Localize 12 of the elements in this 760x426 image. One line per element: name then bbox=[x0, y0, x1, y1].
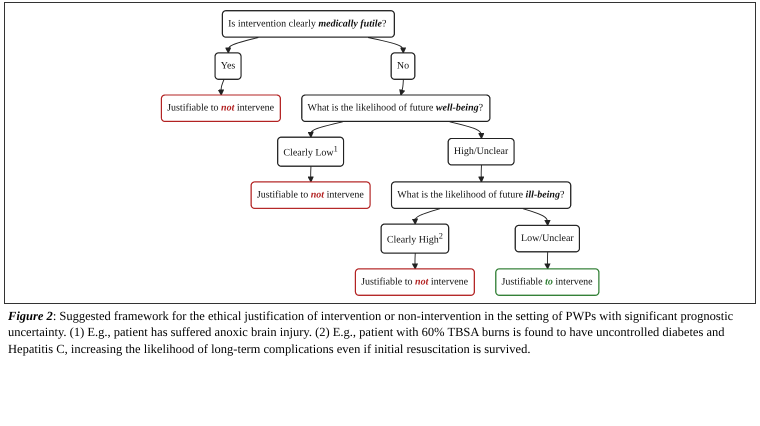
figure-caption: Figure 2: Suggested framework for the ethical justification of intervention or non-intervention in the setting of PWPs with significant prognostic uncertainty. (1) E.g., patient has suffered anoxic brain injury. (2) E.g., patient with 60% TBSA burns is found to have uncontrolled diabetes and Hepatitis C, increasing the likelihood of long-term complications even if initial resuscitation is survived. bbox=[8, 308, 734, 357]
arrow bbox=[412, 253, 418, 270]
arrow bbox=[544, 252, 550, 270]
arrow bbox=[412, 208, 440, 225]
arrow bbox=[224, 37, 259, 54]
arrow bbox=[478, 164, 484, 183]
arrow bbox=[449, 121, 484, 140]
arrow bbox=[307, 121, 344, 138]
arrow bbox=[522, 208, 550, 226]
arrow bbox=[218, 79, 224, 96]
arrow bbox=[307, 166, 314, 183]
arrow bbox=[399, 79, 406, 96]
